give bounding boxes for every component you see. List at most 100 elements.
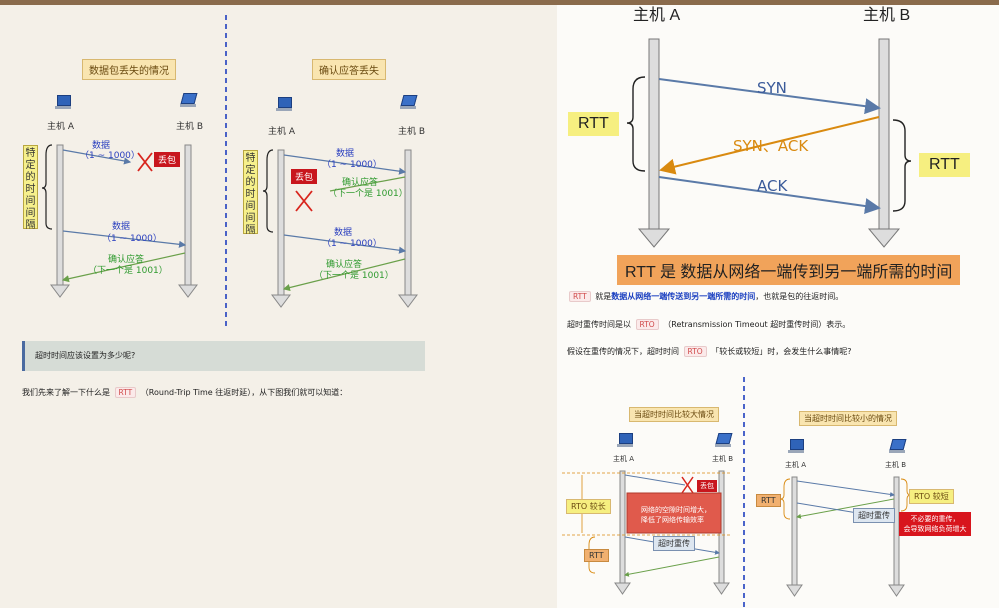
diagram3-gap-box — [626, 492, 722, 534]
diagram4-rto-label: RTO 较短 — [909, 489, 954, 504]
diagram3-data-arrow-1 — [624, 474, 686, 486]
inline-code-rto: RTO — [683, 346, 707, 357]
diagram4-data-arrow-1 — [796, 480, 895, 497]
diagram2-ack1: 确认应答 — [342, 178, 379, 188]
rto-question-line: 假设在重传的情况下，超时时间 RTO 「较长或较短」时，会发生什么事情呢? — [567, 346, 852, 357]
diagram1-msg2: 数据 — [112, 222, 131, 232]
line3-suffix: 「较长或较短」时，会发生什么事情呢? — [711, 347, 852, 356]
diagram3-host-a: 主机 A — [613, 455, 635, 463]
synack-arrow — [659, 116, 880, 175]
diagram2-host-b: 主机 B — [398, 127, 426, 137]
diagram2-title: 确认应答丢失 — [312, 59, 386, 80]
diagram1-timeline-b — [178, 144, 198, 298]
diagram4-host-a: 主机 A — [785, 461, 807, 469]
diagram4-retrans-label: 超时重传 — [853, 508, 895, 523]
para-suffix: （Round-Trip Time 往返时延），从下图我们就可以知道： — [140, 388, 348, 397]
right-diagrams-svg — [562, 38, 912, 608]
diagram1-ack-next: （下一个是 1001） — [88, 266, 168, 276]
inline-code-rtt: RTT — [569, 291, 591, 302]
diagram2-msg2: 数据 — [334, 228, 353, 238]
diagram1-host-b: 主机 B — [176, 122, 204, 132]
diagram2-msg1-range: （1 ~ 1000） — [322, 160, 382, 170]
rtt-definition-line: RTT 就是数据从网络一端传送到另一端所需的时间，也就是包的往返时间。 — [567, 291, 843, 302]
rtt-label-right: RTT — [919, 153, 970, 177]
diagram2-lost-cross — [295, 190, 313, 212]
computer-icon — [617, 433, 633, 447]
diagram2-timeline-a — [271, 149, 291, 308]
rtt-intro-paragraph: 我们先来了解一下什么是 RTT （Round-Trip Time 往返时延），从… — [22, 387, 347, 398]
diagram1-data-arrow-1 — [62, 149, 132, 165]
diagram2-msg2-range: （1 ~ 1000） — [322, 239, 382, 249]
diagram2-ack-arrow-1 — [329, 176, 406, 192]
diagram3-timeline-a — [614, 470, 631, 595]
diagram3-host-b: 主机 B — [712, 455, 734, 463]
rtt-brace-right — [892, 119, 912, 212]
server-icon — [889, 439, 907, 453]
diagram3-lost-cross — [681, 476, 694, 494]
left-page: 数据包丢失的情况 主机 A 主机 B 特定的时间间隔 数据 （1 ~ 1000）… — [0, 5, 557, 608]
inline-code-rtt: RTT — [114, 387, 137, 398]
diagram2-ack-arrow-2 — [282, 258, 406, 292]
diagram3-rto-label: RTO 较长 — [566, 499, 611, 514]
line1-bold: 数据从网络一端传送到另一端所需的时间 — [611, 292, 756, 301]
diagram1-title: 数据包丢失的情况 — [82, 59, 176, 80]
diagram3-title: 当超时时间比较大情况 — [629, 407, 719, 422]
diagram1-ack-arrow — [61, 252, 186, 283]
diagram3-note-line2: 降低了网络传输效率 — [641, 516, 704, 524]
diagram4-warning-box: 不必要的重传， 会导致网络负荷增大 — [899, 512, 971, 536]
right-page: 主机 A 主机 B SYN SYN、ACK ACK RTT RTT RTT 是 … — [557, 5, 999, 608]
para-prefix: 我们先来了解一下什么是 — [22, 388, 110, 397]
diagram2-lost-tag: 丢包 — [291, 169, 318, 184]
diagram2-ack1-next: （下一个是 1001） — [328, 189, 408, 199]
question-callout: 超时时间应该设置为多少呢? — [22, 341, 425, 371]
diagram2-timeline-b — [398, 149, 418, 308]
line1-end: ，也就是包的往返时间。 — [755, 292, 844, 301]
diagram1-msg2-range: （1 ~ 1000） — [102, 234, 162, 244]
computer-icon — [788, 439, 804, 453]
ack-arrow — [658, 176, 881, 214]
line3-prefix: 假设在重传的情况下，超时时间 — [567, 347, 679, 356]
diagram2-interval-label: 特定的时间间隔 — [243, 150, 258, 236]
diagram1-interval-label: 特定的时间间隔 — [23, 145, 38, 231]
diagram2-ack2: 确认应答 — [326, 260, 363, 270]
diagram2-ack2-next: （下一个是 1001） — [314, 271, 394, 281]
line1-mid: 就是 — [595, 292, 612, 301]
synack-label: SYN、ACK — [733, 137, 809, 155]
diagram1-data-arrow-2 — [62, 230, 187, 248]
diagram4-title: 当超时时间比较小的情况 — [799, 411, 897, 426]
computer-icon — [276, 97, 292, 111]
diagram3-rtt-label: RTT — [584, 549, 609, 562]
left-diagrams-svg — [41, 15, 418, 330]
diagram2-host-a: 主机 A — [268, 127, 296, 137]
rtt-timeline-a — [637, 38, 671, 248]
diagram1-brace — [41, 144, 53, 230]
diagram3-note-line1: 网络的空隙时间增大， — [641, 506, 711, 514]
window-top-bar — [0, 0, 999, 5]
server-icon — [180, 93, 198, 107]
line2-suffix: （Retransmission Timeout 超时重传时间）表示。 — [663, 320, 851, 329]
computer-icon — [55, 95, 71, 109]
rtt-brace-left — [626, 76, 646, 172]
diagram3-ack-arrow — [624, 556, 720, 577]
diagram4-host-b: 主机 B — [885, 461, 907, 469]
diagram3-lost-tag: 丢包 — [697, 480, 717, 492]
diagram3-retrans-label: 超时重传 — [653, 536, 695, 551]
diagram1-ack: 确认应答 — [108, 255, 145, 265]
diagram1-msg1-range: （1 ~ 1000） — [80, 151, 140, 161]
rto-definition-line: 超时重传时间是以 RTO （Retransmission Timeout 超时重… — [567, 319, 850, 330]
ack-label: ACK — [757, 177, 788, 195]
server-icon — [715, 433, 733, 447]
inline-code-rto: RTO — [635, 319, 659, 330]
diagram1-host-a: 主机 A — [47, 122, 75, 132]
diagram2-msg1: 数据 — [336, 149, 355, 159]
rtt-host-b: 主机 B — [863, 7, 911, 24]
diagram4-rtt-brace — [779, 478, 791, 520]
diagram2-brace — [262, 149, 274, 233]
diagram4-warning-line2: 会导致网络负荷增大 — [903, 525, 967, 533]
diagram4-timeline-a — [786, 476, 803, 597]
diagram1-lost-tag: 丢包 — [154, 152, 181, 167]
diagram4-warning-line1: 不必要的重传， — [910, 515, 960, 523]
diagram1-timeline-a — [50, 144, 70, 298]
diagram4-ack-arrow — [796, 498, 895, 519]
syn-arrow — [658, 78, 881, 115]
